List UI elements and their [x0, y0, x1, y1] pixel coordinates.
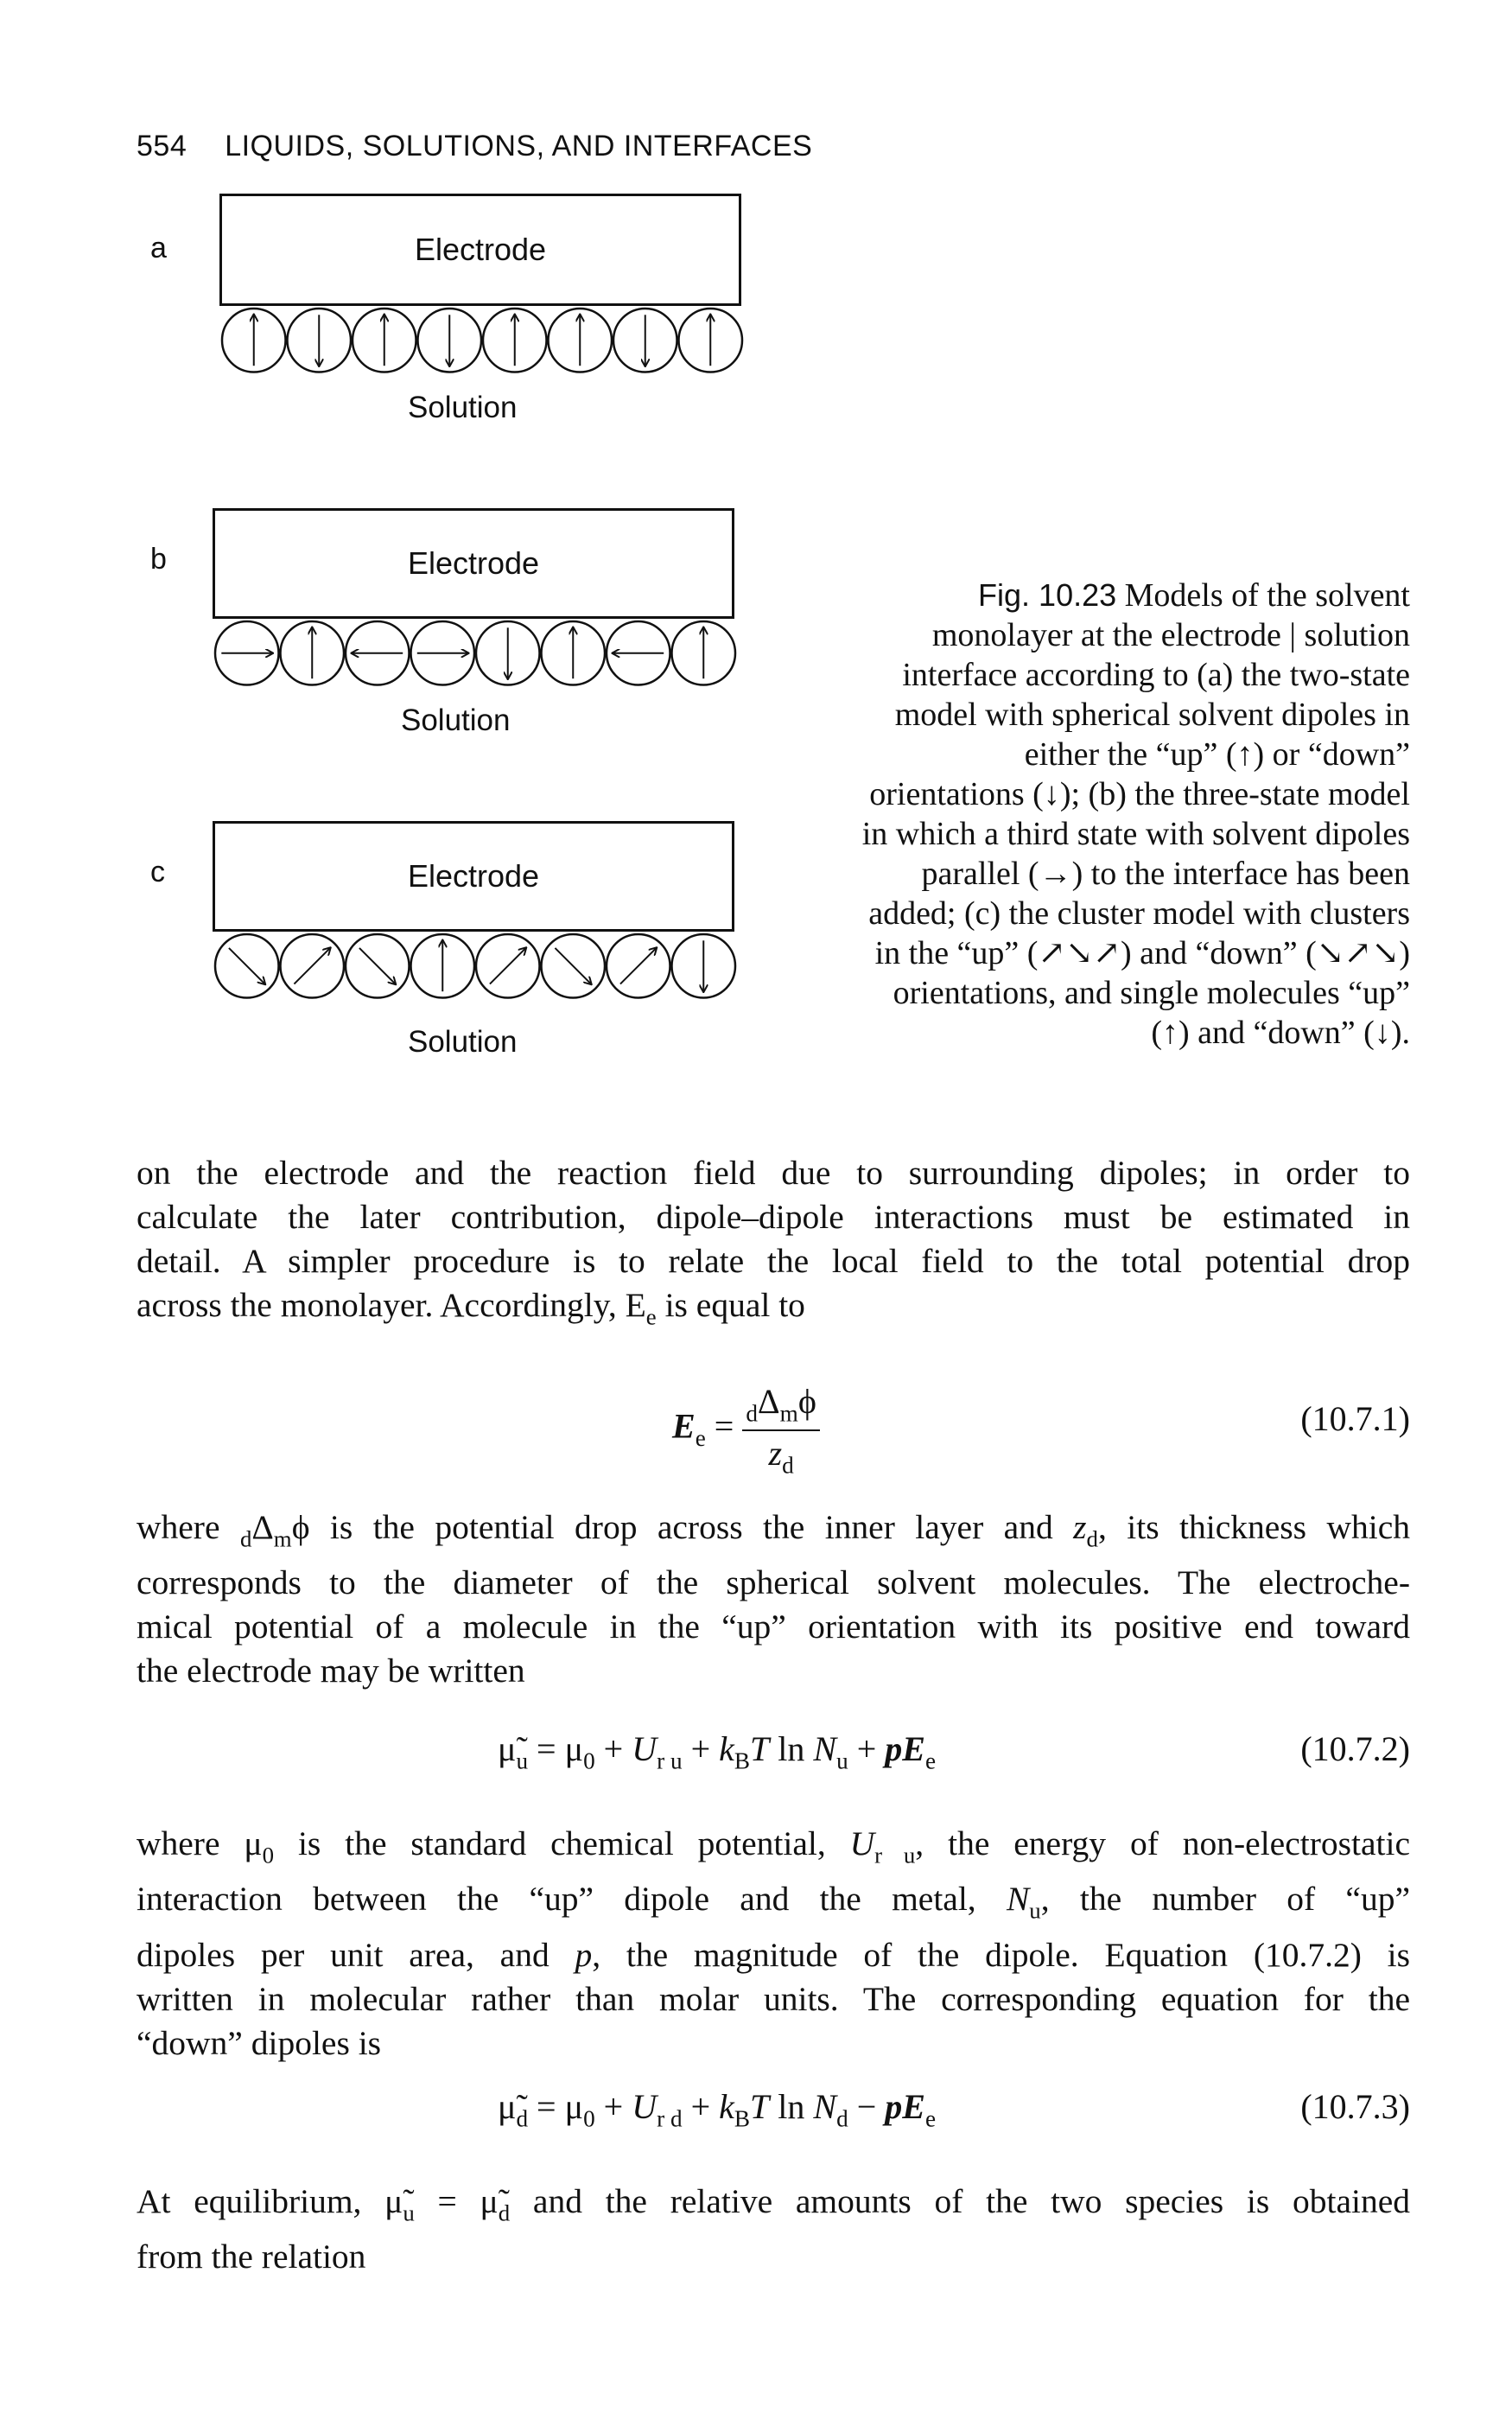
caption-line: parallel (→) to the interface has been — [921, 856, 1411, 892]
equation-number: (10.7.2) — [1300, 1729, 1410, 1768]
electrode-label-c: Electrode — [407, 858, 540, 894]
equation-10-7-2: μ̃u = μ0 + Ur u + kBT ln Nu + pEe (10.7.… — [137, 1728, 1410, 1780]
dipole-up — [547, 307, 613, 373]
dipole-up — [481, 307, 548, 373]
dipole-down — [612, 307, 678, 373]
caption-line: orientations, and single molecules “up” — [893, 975, 1410, 1011]
dipole-svg — [213, 620, 737, 686]
dipole-row-c — [213, 932, 738, 1004]
caption-line: monolayer at the electrode | solution — [931, 617, 1410, 653]
electrode-label-b: Electrode — [407, 545, 540, 581]
panel-letter-b: b — [150, 543, 167, 576]
equation-number: (10.7.1) — [1300, 1399, 1410, 1438]
dipole-up — [677, 307, 744, 373]
dipole-row-a — [219, 306, 745, 379]
paragraph-3: where μ0 is the standard chemical potent… — [137, 1822, 1410, 2066]
text-line: mical potential of a molecule in the “up… — [137, 1607, 1410, 1646]
dipole-up — [279, 620, 346, 686]
equation-number: (10.7.3) — [1300, 2087, 1410, 2126]
caption-line: in the “up” (↗↘↗) and “down” (↘↗↘) — [874, 935, 1410, 971]
dipole-up-right — [279, 933, 346, 999]
dipole-down-right — [344, 933, 410, 999]
text-line: detail. A simpler procedure is to relate… — [137, 1242, 1410, 1280]
text-line: from the relation — [137, 2238, 366, 2276]
running-title: LIQUIDS, SOLUTIONS, AND INTERFACES — [225, 130, 813, 162]
dipole-up — [220, 307, 287, 373]
caption-line: model with spherical solvent dipoles in — [894, 697, 1410, 733]
page-number: 554 — [137, 130, 187, 162]
running-header: 554 LIQUIDS, SOLUTIONS, AND INTERFACES — [137, 130, 812, 163]
text-line: At equilibrium, μ̃u = μ̃d and the relati… — [137, 2182, 1410, 2226]
electrode-box-a: Electrode — [219, 194, 741, 306]
text-line: where μ0 is the standard chemical potent… — [137, 1824, 1410, 1868]
figure-label: Fig. 10.23 — [978, 577, 1117, 613]
equation-body: μ̃u = μ0 + Ur u + kBT ln Nu + pEe — [498, 1729, 937, 1774]
text-line: on the electrode and the reaction field … — [137, 1154, 1410, 1192]
dipole-left — [344, 620, 410, 686]
paragraph-2: where dΔmϕ is the potential drop across … — [137, 1506, 1410, 1693]
text-line: dipoles per unit area, and p, the magnit… — [137, 1935, 1410, 1974]
equation-body: μ̃d = μ0 + Ur d + kBT ln Nd − pEe — [498, 2087, 937, 2132]
figure-caption: Fig. 10.23 Models of the solvent monolay… — [778, 576, 1410, 1053]
dipole-up-right — [605, 933, 671, 999]
dipole-down — [670, 933, 737, 999]
solution-label-b: Solution — [401, 703, 511, 737]
solution-label-a: Solution — [408, 391, 518, 424]
dipole-down — [416, 307, 483, 373]
panel-letter-a: a — [150, 232, 167, 264]
dipole-up — [351, 307, 417, 373]
electrode-label-a: Electrode — [414, 232, 547, 267]
dipole-right — [410, 620, 476, 686]
dipole-down-right — [540, 933, 607, 999]
caption-line: interface according to (a) the two-state — [902, 657, 1410, 693]
caption-line: (↑) and “down” (↓). — [1151, 1015, 1410, 1051]
paragraph-1: on the electrode and the reaction field … — [137, 1151, 1410, 1339]
dipole-svg — [213, 933, 737, 999]
dipole-up-right — [474, 933, 541, 999]
text-line: corresponds to the diameter of the spher… — [137, 1563, 1410, 1602]
text-line: the electrode may be written — [137, 1652, 525, 1690]
dipole-down — [286, 307, 353, 373]
equation-10-7-3: μ̃d = μ0 + Ur d + kBT ln Nd − pEe (10.7.… — [137, 2086, 1410, 2138]
caption-line: either the “up” (↑) or “down” — [1024, 736, 1410, 773]
dipole-down-right — [213, 933, 280, 999]
text-line: written in molecular rather than molar u… — [137, 1979, 1410, 2018]
electrode-box-c: Electrode — [213, 821, 734, 932]
dipole-row-b — [213, 619, 738, 691]
text-line: where dΔmϕ is the potential drop across … — [137, 1508, 1411, 1552]
caption-line: orientations (↓); (b) the three-state mo… — [869, 776, 1410, 812]
text-line: interaction between the “up” dipole and … — [137, 1880, 1410, 1924]
panel-letter-c: c — [150, 856, 165, 888]
text-line: calculate the later contribution, dipole… — [137, 1198, 1410, 1236]
electrode-box-b: Electrode — [213, 508, 734, 619]
dipole-left — [605, 620, 671, 686]
dipole-svg — [220, 307, 744, 373]
paragraph-4: At equilibrium, μ̃u = μ̃d and the relati… — [137, 2180, 1410, 2279]
caption-line: in which a third state with solvent dipo… — [861, 816, 1410, 852]
dipole-up — [410, 933, 476, 999]
caption-line: added; (c) the cluster model with cluste… — [868, 895, 1410, 932]
text-line: “down” dipoles is — [137, 2023, 382, 2062]
solution-label-c: Solution — [408, 1025, 518, 1059]
dipole-up — [540, 620, 607, 686]
dipole-up — [670, 620, 737, 686]
dipole-right — [213, 620, 280, 686]
text-line: across the monolayer. Accordingly, Ee is… — [137, 1286, 805, 1330]
caption-line: Models of the solvent — [1124, 577, 1410, 614]
dipole-down — [474, 620, 541, 686]
